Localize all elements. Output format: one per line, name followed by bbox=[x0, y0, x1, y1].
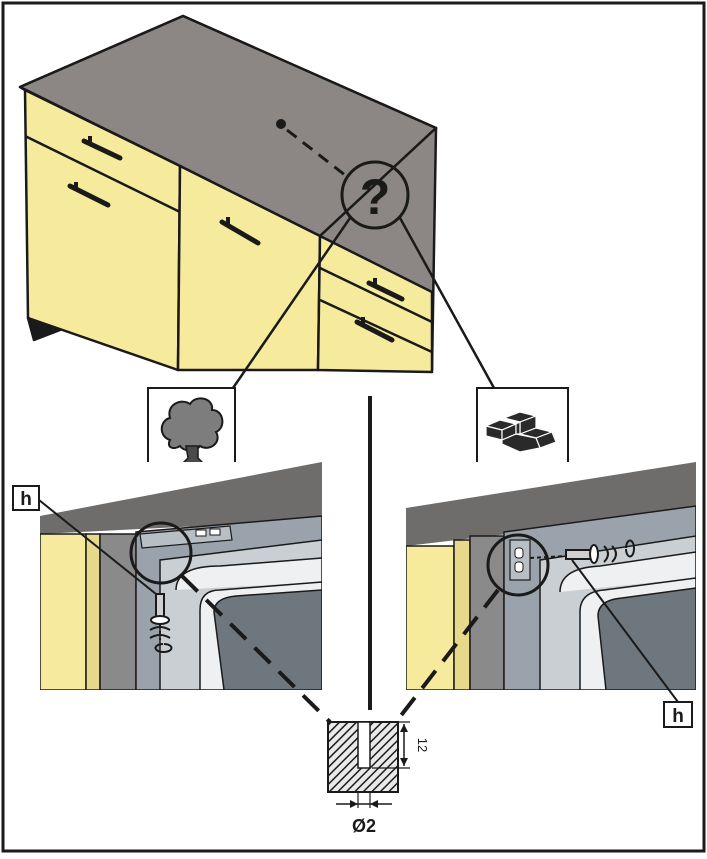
zoom-circle-right bbox=[486, 533, 550, 597]
drawer-divider bbox=[24, 134, 181, 214]
leader-stone bbox=[398, 217, 496, 389]
leader-h-right bbox=[571, 559, 679, 703]
plinth bbox=[26, 316, 62, 342]
detail-right bbox=[406, 462, 696, 690]
dimension-diameter: Ø2 bbox=[352, 816, 376, 836]
door-handle bbox=[219, 219, 261, 246]
drawer-divider bbox=[319, 266, 433, 324]
label-h-right-box bbox=[663, 701, 693, 728]
screw-left bbox=[149, 593, 173, 653]
detail-left bbox=[40, 462, 322, 690]
leader-h-left bbox=[38, 499, 157, 595]
label-h-left-box bbox=[12, 485, 40, 511]
tree-icon bbox=[160, 397, 224, 465]
drawer-handle bbox=[366, 280, 405, 302]
cabinet-handles bbox=[67, 138, 405, 343]
question-mark: ? bbox=[360, 169, 391, 225]
stone-blocks-icon bbox=[484, 411, 557, 453]
kitchen-cabinet bbox=[18, 14, 438, 374]
leader-wood bbox=[231, 217, 352, 389]
material-box-stone bbox=[476, 387, 569, 471]
zoom-leader-left bbox=[180, 574, 332, 724]
drawer-divider bbox=[319, 298, 433, 354]
drawer-handle bbox=[81, 138, 123, 161]
dimension-depth: 12 bbox=[415, 738, 430, 752]
question-callout bbox=[340, 160, 410, 230]
drawer-handle bbox=[354, 319, 395, 343]
drill-hole-section: 12 Ø2 bbox=[327, 721, 430, 836]
mount-point bbox=[276, 119, 286, 129]
zoom-circle-left bbox=[129, 521, 193, 585]
label-h-left: h bbox=[20, 489, 32, 510]
material-box-wood bbox=[147, 387, 236, 471]
screw-right bbox=[529, 539, 635, 564]
callout-leader bbox=[286, 128, 346, 177]
zoom-leader-right bbox=[394, 588, 500, 724]
label-h-right: h bbox=[672, 706, 684, 727]
door-handle bbox=[67, 183, 111, 208]
